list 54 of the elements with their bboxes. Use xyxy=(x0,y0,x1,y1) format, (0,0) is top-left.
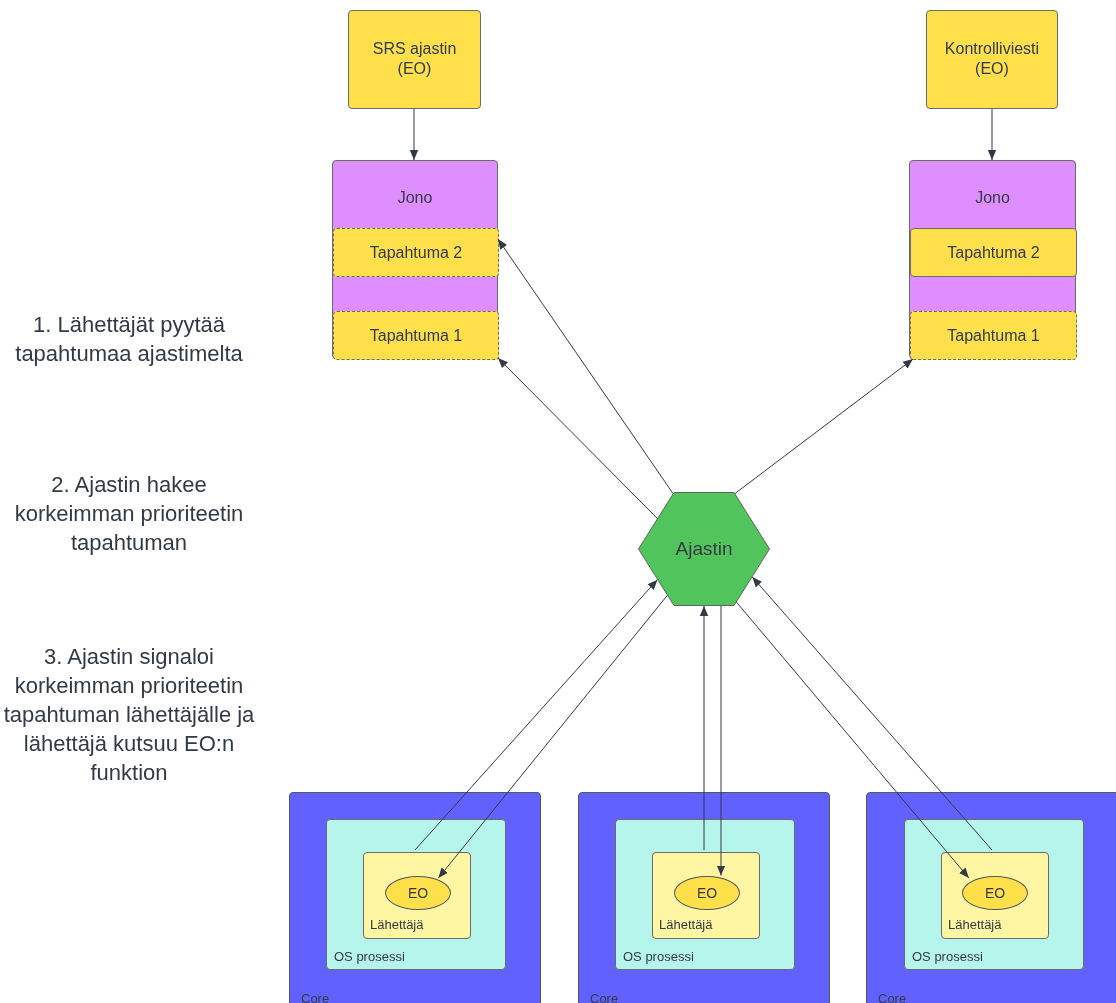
core-box xyxy=(866,792,1116,1003)
arrow xyxy=(699,605,709,851)
node-label: EO xyxy=(695,883,719,903)
arrow xyxy=(409,108,419,161)
node-label: Core xyxy=(878,991,907,1003)
arrow xyxy=(751,576,993,851)
arrow xyxy=(414,579,658,851)
step-note: 2. Ajastin hakee korkeimman prioriteetin tapahtuman xyxy=(13,471,245,557)
node-label: Lähettäjä xyxy=(370,917,424,932)
node-label: Core xyxy=(301,991,330,1003)
node-label: Tapahtuma 2 xyxy=(946,242,1041,263)
sender-box xyxy=(363,852,471,939)
node-label: OS prosessi xyxy=(912,949,983,964)
event-box xyxy=(333,228,499,277)
node-label: Tapahtuma 1 xyxy=(946,325,1041,346)
process-box xyxy=(326,819,506,970)
node-label: EO xyxy=(406,883,430,903)
core-box xyxy=(578,792,830,1003)
sender-box xyxy=(652,852,760,939)
arrow xyxy=(735,601,970,879)
core-box xyxy=(289,792,541,1003)
process-box xyxy=(615,819,795,970)
arrow xyxy=(497,238,674,494)
node-label: Lähettäjä xyxy=(659,917,713,932)
node-label: EO xyxy=(983,883,1007,903)
event-box xyxy=(910,311,1077,360)
object-ellipse xyxy=(962,876,1028,910)
event-box xyxy=(910,228,1077,277)
node-label: Kontrolliviesti (EO) xyxy=(943,38,1041,80)
process-box xyxy=(904,819,1084,970)
arrow xyxy=(437,594,668,879)
node-label: Ajastin xyxy=(674,536,734,561)
sender-box xyxy=(941,852,1049,939)
node-label: Core xyxy=(590,991,619,1003)
node-label: Lähettäjä xyxy=(948,917,1002,932)
node-label: Jono xyxy=(396,189,434,207)
arrow xyxy=(987,108,997,161)
step-note: 1. Lähettäjät pyytää tapahtumaa ajastimelta xyxy=(14,311,244,368)
arrow xyxy=(497,357,658,519)
node-label: Tapahtuma 1 xyxy=(368,325,464,346)
arrow xyxy=(734,358,914,494)
step-note: 3. Ajastin signaloi korkeimman prioriteetin tapahtuman lähettäjälle ja lähettäjä kutsuu EO:n funktion xyxy=(2,643,256,787)
node-label: OS prosessi xyxy=(623,949,694,964)
node-label: SRS ajastin (EO) xyxy=(371,38,458,80)
node-label: Jono xyxy=(974,189,1011,207)
event-box xyxy=(333,311,499,360)
queue-box xyxy=(909,160,1076,359)
arrow xyxy=(716,605,726,876)
node-label: Tapahtuma 2 xyxy=(368,242,464,263)
event-source-box xyxy=(926,10,1058,109)
queue-box xyxy=(332,160,498,359)
scheduler-hexagon xyxy=(638,492,770,606)
node-label: OS prosessi xyxy=(334,949,405,964)
event-source-box xyxy=(348,10,481,109)
